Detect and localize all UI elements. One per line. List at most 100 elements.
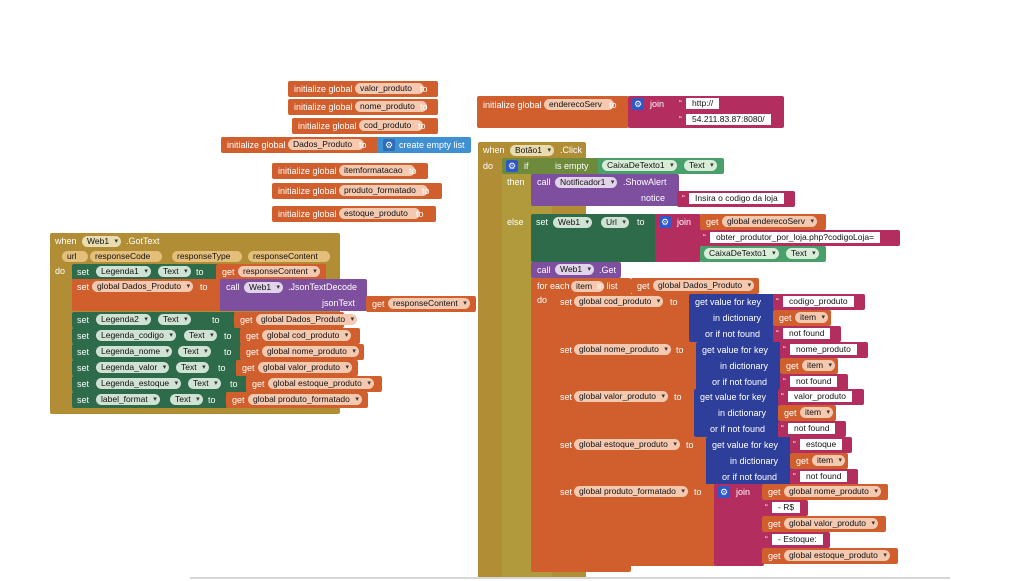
- dict-lookup-block[interactable]: get value for key in dictionary or if no…: [706, 437, 792, 485]
- component-dropdown[interactable]: Legenda_valor: [96, 362, 170, 373]
- set-global-dados-produto[interactable]: set global Dados_Produto to: [72, 279, 222, 311]
- string-http[interactable]: http://: [679, 98, 720, 109]
- set-legenda2-text[interactable]: set Legenda2 Text to: [72, 312, 236, 328]
- variable-dropdown[interactable]: item: [812, 455, 846, 466]
- component-dropdown[interactable]: Legenda_codigo: [96, 330, 176, 341]
- get-block[interactable]: get global produto_formatado: [226, 392, 368, 408]
- property-dropdown[interactable]: Text: [684, 160, 717, 171]
- property-dropdown[interactable]: Text: [158, 266, 191, 277]
- variable-dropdown[interactable]: global estoque_produto: [784, 550, 890, 561]
- join-block[interactable]: ⚙ join: [655, 214, 701, 262]
- set-legenda-codigo-text[interactable]: set Legenda_codigo Text to: [72, 328, 242, 344]
- separator-string[interactable]: - R$: [765, 502, 801, 513]
- get-block[interactable]: get responseContent: [216, 264, 326, 280]
- set-global-produto-formatado[interactable]: set global produto_formatado to: [554, 484, 716, 566]
- variable-dropdown[interactable]: global estoque_produto: [574, 439, 680, 450]
- get-block[interactable]: get global enderecoServ: [700, 214, 826, 230]
- variable-dropdown[interactable]: responseContent: [238, 266, 320, 277]
- component-dropdown[interactable]: Legenda_nome: [96, 346, 173, 357]
- variable-dropdown[interactable]: global Dados_Produto: [256, 314, 358, 325]
- variable-dropdown[interactable]: item: [795, 312, 829, 323]
- global-name-field[interactable]: Dados_Produto: [288, 139, 365, 150]
- is-empty-block[interactable]: is empty: [551, 158, 601, 174]
- string-ip[interactable]: 54.211.83.87:8080/: [679, 114, 771, 125]
- property-dropdown[interactable]: Text: [158, 314, 191, 325]
- get-block[interactable]: get global estoque_produto: [246, 376, 382, 392]
- not-found-string[interactable]: not found: [776, 328, 831, 339]
- not-found-string[interactable]: not found: [781, 423, 836, 434]
- component-dropdown[interactable]: CaixaDeTexto1: [704, 248, 779, 259]
- not-found-string[interactable]: not found: [793, 471, 848, 482]
- property-dropdown[interactable]: Url: [601, 217, 629, 228]
- init-global-itemformatacao[interactable]: initialize global itemformatacao to: [272, 163, 428, 179]
- param-responsetype[interactable]: responseType: [172, 251, 243, 262]
- variable-dropdown[interactable]: item: [802, 360, 836, 371]
- global-name-field[interactable]: produto_formatado: [339, 185, 428, 196]
- variable-dropdown[interactable]: global cod_produto: [574, 296, 664, 307]
- string-block[interactable]: not found: [790, 469, 858, 485]
- string-block[interactable]: - Estoque:: [762, 532, 830, 548]
- if-header[interactable]: ⚙ if: [502, 158, 552, 174]
- variable-dropdown[interactable]: global cod_produto: [262, 330, 352, 341]
- get-block[interactable]: get item: [773, 310, 831, 326]
- loop-variable[interactable]: item: [571, 281, 605, 292]
- url-path-string[interactable]: obter_produtor_por_loja.php?codigoLoja=: [703, 232, 881, 243]
- get-textbox-text[interactable]: CaixaDeTexto1 Text: [598, 158, 724, 174]
- global-name-field[interactable]: enderecoServ: [544, 99, 614, 110]
- component-dropdown[interactable]: label_format: [96, 394, 160, 405]
- gear-icon[interactable]: ⚙: [632, 98, 644, 110]
- property-dropdown[interactable]: Text: [178, 346, 211, 357]
- property-dropdown[interactable]: Text: [184, 330, 217, 341]
- variable-dropdown[interactable]: global valor_produto: [784, 518, 879, 529]
- property-dropdown[interactable]: Text: [188, 378, 221, 389]
- call-web1-get[interactable]: call Web1 .Get: [531, 262, 621, 278]
- component-dropdown[interactable]: CaixaDeTexto1: [602, 160, 677, 171]
- dict-lookup-block[interactable]: get value for key in dictionary or if no…: [696, 342, 782, 390]
- component-dropdown[interactable]: Web1: [82, 236, 122, 247]
- join-block[interactable]: ⚙ join: [714, 484, 764, 566]
- set-global-cod-produto[interactable]: set global cod_produto to: [554, 294, 692, 342]
- init-global-endereco-serv[interactable]: initialize global enderecoServ to: [477, 96, 629, 128]
- component-dropdown[interactable]: Botão1: [510, 145, 554, 156]
- get-block[interactable]: get item: [780, 358, 838, 374]
- string-block[interactable]: - R$: [762, 500, 808, 516]
- get-block[interactable]: get item: [790, 453, 848, 469]
- component-dropdown[interactable]: Notificador1: [555, 177, 618, 188]
- get-block[interactable]: get global nome_produto: [762, 484, 888, 500]
- get-block[interactable]: get global Dados_Produto: [234, 312, 358, 328]
- variable-dropdown[interactable]: global nome_produto: [784, 486, 881, 497]
- variable-dropdown[interactable]: global produto_formatado: [574, 486, 688, 497]
- call-web1-jsontextdecode[interactable]: call Web1 .JsonTextDecode jsonText: [220, 279, 367, 311]
- global-name-field[interactable]: cod_produto: [359, 120, 424, 131]
- key-string[interactable]: estoque: [793, 439, 843, 450]
- get-block[interactable]: get global valor_produto: [236, 360, 358, 376]
- variable-dropdown[interactable]: global produto_formatado: [248, 394, 362, 405]
- component-dropdown[interactable]: Web1: [244, 282, 284, 293]
- key-string[interactable]: codigo_produto: [776, 296, 854, 307]
- not-found-string[interactable]: not found: [783, 376, 838, 387]
- get-block[interactable]: get item: [778, 405, 836, 421]
- dict-lookup-block[interactable]: get value for key in dictionary or if no…: [694, 389, 780, 437]
- variable-dropdown[interactable]: global estoque_produto: [268, 378, 374, 389]
- gear-icon[interactable]: ⚙: [383, 139, 395, 151]
- separator-string[interactable]: - Estoque:: [765, 534, 823, 545]
- call-notificador-showalert[interactable]: call Notificador1 .ShowAlert notice: [531, 174, 679, 206]
- create-empty-list-block[interactable]: ⚙ create empty list: [377, 137, 471, 153]
- set-legenda-nome-text[interactable]: set Legenda_nome Text to: [72, 344, 242, 360]
- component-dropdown[interactable]: Legenda2: [96, 314, 151, 325]
- variable-dropdown[interactable]: responseContent: [388, 298, 470, 309]
- component-dropdown[interactable]: Legenda_estoque: [96, 378, 182, 389]
- string-block[interactable]: not found: [780, 374, 848, 390]
- string-block[interactable]: valor_produto: [778, 389, 864, 405]
- init-global-valor-produto[interactable]: initialize global valor_produto to: [288, 81, 438, 97]
- param-responsecode[interactable]: responseCode: [90, 251, 163, 262]
- property-dropdown[interactable]: Text: [786, 248, 819, 259]
- gear-icon[interactable]: ⚙: [506, 160, 518, 172]
- global-name-field[interactable]: valor_produto: [355, 83, 424, 94]
- get-block[interactable]: get global nome_produto: [240, 344, 364, 360]
- global-name-field[interactable]: itemformatacao: [339, 165, 415, 176]
- global-name-field[interactable]: estoque_produto: [339, 208, 420, 219]
- init-global-dados-produto[interactable]: initialize global Dados_Produto to: [221, 137, 381, 153]
- set-web1-url[interactable]: set Web1 Url to: [531, 214, 657, 262]
- component-dropdown[interactable]: Legenda1: [96, 266, 151, 277]
